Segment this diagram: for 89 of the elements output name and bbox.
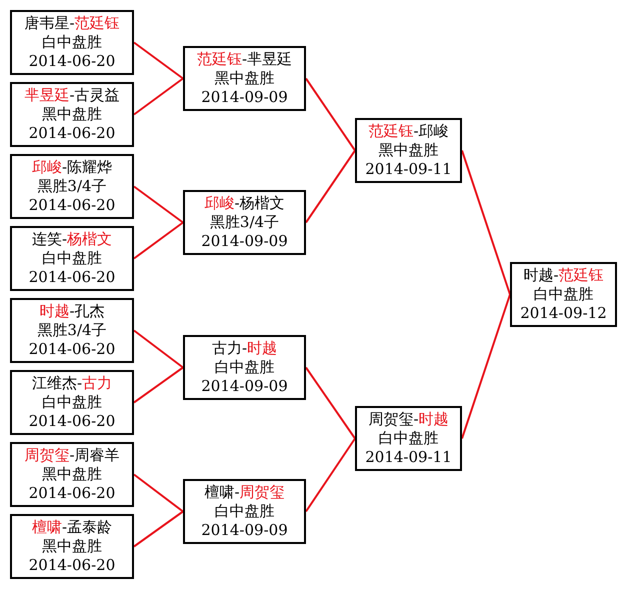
player-name: 周贺玺 <box>24 446 70 464</box>
player-name: 唐韦星- <box>24 14 75 32</box>
result-text: 白中盘胜 <box>214 502 274 521</box>
player-name: 芈昱廷 <box>24 86 70 104</box>
player-name: 古力 <box>82 374 112 392</box>
result-text: 白中盘胜 <box>42 393 102 412</box>
player-name: 连笑- <box>32 230 68 248</box>
match-box <box>10 514 134 579</box>
player-name: 杨楷文 <box>67 230 112 248</box>
match-box <box>10 370 134 435</box>
date-text: 2014-09-12 <box>520 304 607 323</box>
result-text: 白中盘胜 <box>214 358 274 377</box>
match-box <box>10 298 134 363</box>
date-text: 2014-09-09 <box>201 88 288 107</box>
result-text: 黑中盘胜 <box>42 105 102 124</box>
result-text: 黑中盘胜 <box>214 69 274 88</box>
date-text: 2014-09-09 <box>201 232 288 251</box>
bracket-line <box>133 330 184 368</box>
result-text: 黑胜3/4子 <box>37 321 107 340</box>
match-box <box>10 154 134 219</box>
date-text: 2014-06-20 <box>28 124 116 143</box>
player-name: 范廷钰 <box>196 50 242 68</box>
player-name: 邱峻 <box>204 194 234 212</box>
player-name: 周贺玺 <box>240 483 285 501</box>
date-text: 2014-06-20 <box>28 268 116 287</box>
date-text: 2014-06-20 <box>28 412 116 431</box>
bracket-line <box>133 186 184 224</box>
result-text: 黑胜3/4子 <box>37 177 107 196</box>
result-text: 黑胜3/4子 <box>210 213 280 232</box>
player-name: -古灵益 <box>69 86 120 104</box>
player-name: -孟泰龄 <box>62 518 112 536</box>
result-text: 黑中盘胜 <box>378 141 438 160</box>
player-name: 檀啸 <box>32 518 62 536</box>
player-name: -邱峻 <box>413 122 449 140</box>
date-text: 2014-06-20 <box>28 556 116 575</box>
match-box <box>510 262 617 327</box>
date-text: 2014-09-11 <box>365 160 452 179</box>
match-box <box>10 442 134 507</box>
player-name: -孔杰 <box>69 302 105 320</box>
result-text: 白中盘胜 <box>378 429 438 448</box>
date-text: 2014-06-20 <box>28 484 116 503</box>
match-box <box>183 46 306 111</box>
bracket-line <box>305 366 356 440</box>
bracket-line <box>133 78 184 116</box>
bracket-line <box>133 366 184 404</box>
match-box <box>355 406 462 471</box>
result-text: 黑中盘胜 <box>42 537 102 556</box>
result-text: 白中盘胜 <box>42 249 102 268</box>
player-name: -杨楷文 <box>234 194 285 212</box>
match-box <box>183 190 306 255</box>
player-name: -周睿羊 <box>69 446 120 464</box>
player-name: -芈昱廷 <box>242 50 292 68</box>
bracket-line <box>461 150 511 295</box>
bracket-line <box>461 294 511 439</box>
date-text: 2014-09-09 <box>201 521 288 540</box>
player-name: 檀啸- <box>204 483 240 501</box>
player-name: 范廷钰 <box>558 266 604 284</box>
date-text: 2014-06-20 <box>28 196 116 215</box>
player-name: 时越- <box>523 266 559 284</box>
result-text: 白中盘胜 <box>42 33 102 52</box>
bracket-line <box>133 474 184 512</box>
result-text: 白中盘胜 <box>534 285 594 304</box>
match-box <box>183 335 306 400</box>
date-text: 2014-06-20 <box>28 52 116 71</box>
player-name: 时越 <box>39 302 70 320</box>
result-text: 黑中盘胜 <box>42 465 102 484</box>
bracket-line <box>133 510 184 548</box>
match-box <box>183 479 306 544</box>
match-box <box>10 226 134 291</box>
player-name: 邱峻 <box>32 158 62 176</box>
match-box <box>355 118 462 183</box>
player-name: 古力- <box>212 339 248 357</box>
player-name: 周贺玺- <box>368 410 419 428</box>
date-text: 2014-09-11 <box>365 448 452 467</box>
player-name: 江维杰- <box>32 374 82 392</box>
player-name: 时越 <box>247 339 278 357</box>
bracket-line <box>133 42 184 80</box>
bracket-line <box>305 78 356 152</box>
bracket-line <box>305 150 356 224</box>
player-name: -陈耀烨 <box>62 158 112 176</box>
bracket-line <box>133 222 184 260</box>
player-name: 范廷钰 <box>368 122 414 140</box>
bracket-line <box>305 438 356 512</box>
date-text: 2014-09-09 <box>201 377 288 396</box>
match-box <box>10 10 134 75</box>
player-name: 时越 <box>418 410 449 428</box>
player-name: 范廷钰 <box>74 14 120 32</box>
match-box <box>10 82 134 147</box>
date-text: 2014-06-20 <box>28 340 116 359</box>
